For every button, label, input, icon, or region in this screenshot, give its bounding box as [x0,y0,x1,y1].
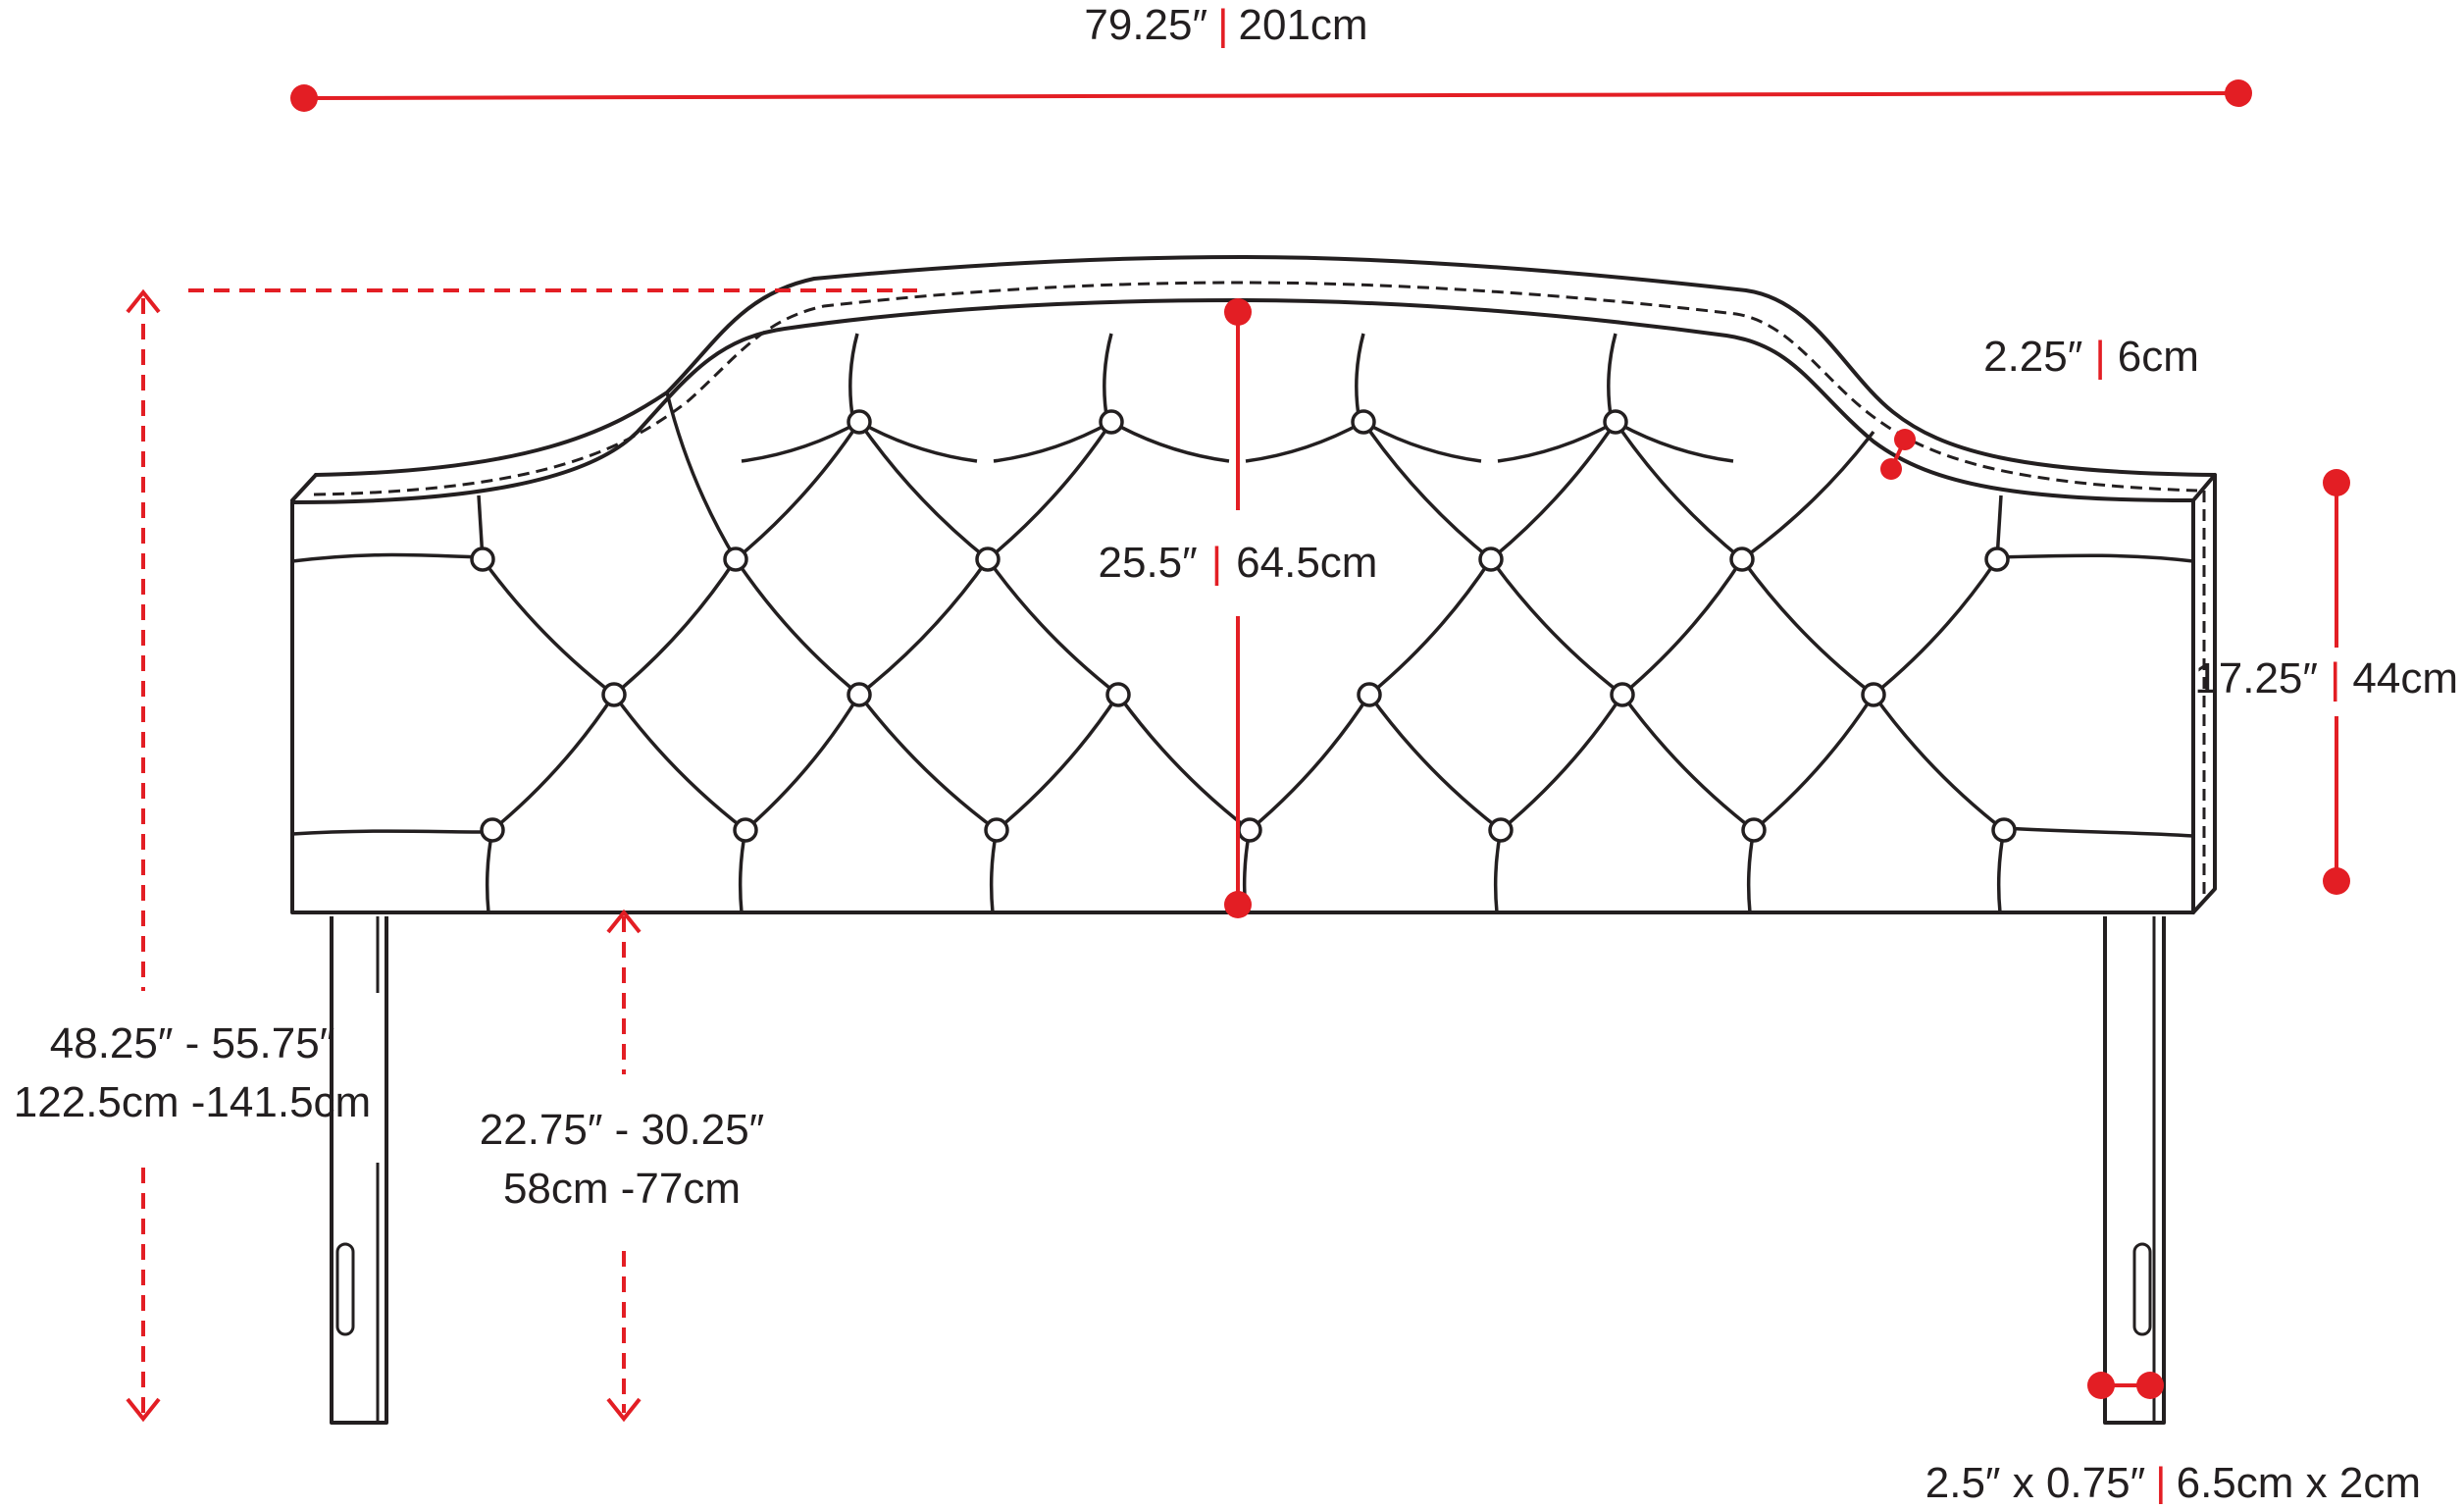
right-leg [2103,909,2166,1425]
tuft-seam [1361,421,1493,561]
tuft-button [1729,546,1755,572]
tuft-button [1488,817,1514,843]
left-leg [330,909,388,1425]
leg-clearance-imperial-label: 22.75″ - 30.25″ [480,1106,764,1154]
tuft-seam [1245,420,1364,463]
tuft-seam [1497,420,1617,463]
tuft-seam [857,421,990,561]
width-start-marker [290,84,318,112]
tuft-seam [1872,558,1999,697]
tuft-seam [1362,420,1482,463]
tuft-button [847,409,872,435]
tuft-seam [857,693,999,832]
headboard-drawing [290,255,2217,1425]
tuft-seam [1367,693,1503,832]
tuft-seam [734,558,861,697]
tuft-button [1984,546,2010,572]
leg-clearance-metric-label: 58cm -77cm [503,1165,741,1213]
tuft-seam [1489,421,1617,561]
tuft-button [984,817,1009,843]
panel-thickness-label: 2.25″|6cm [1983,333,2199,381]
tuft-button [1603,409,1628,435]
dimension-lines [126,79,2350,1423]
tuft-button [1610,682,1635,707]
leg-section-dimension [2087,1372,2164,1399]
tuft-seam [1103,333,1113,423]
right-leg-slot [2132,1242,2152,1336]
tuft-seam [612,558,738,697]
tuft-seam [1110,420,1230,463]
tuft-seam [995,694,1120,832]
dimension-labels: 79.25″|201cm 25.5″|64.5cm 2.25″|6cm 17.2… [14,1,2458,1507]
tuft-button [480,817,505,843]
tuft-seam [1116,693,1252,832]
side-height-label: 17.25″|44cm [2194,654,2458,702]
tuft-button [1478,546,1504,572]
tuft-seam [858,420,978,463]
tuft-button [723,546,748,572]
tuft-seam [1248,694,1371,832]
tuft-button [975,546,1001,572]
left-leg-slot [335,1242,355,1336]
overall-height-metric-label: 122.5cm -141.5cm [14,1078,371,1126]
tuft-seam [734,421,861,561]
width-end-marker [2225,79,2252,107]
tuft-button [847,682,872,707]
tuft-seam [1499,694,1624,832]
tuft-seam [665,391,738,560]
tuft-seam [1607,333,1617,423]
overall-width-dimension [290,79,2252,112]
tuft-seam [857,557,990,697]
tuft-seam [848,333,859,423]
tuft-seam [1752,694,1875,832]
tuft-seam [1615,420,1734,463]
tuft-seam [741,420,860,463]
leg-section-label: 2.5″ x 0.75″|6.5cm x 2cm [1925,1459,2421,1504]
tuft-seam [993,420,1112,463]
tuft-seam [1614,421,1744,561]
tuft-seam [481,557,616,697]
tuft-button [1991,817,2017,843]
tuft-seam [490,694,616,832]
tuft-button [1741,817,1767,843]
panel-height-dimension [1224,298,1252,918]
panel-thickness-dimension [1880,429,1916,480]
tuft-seam [1620,693,1756,832]
tuft-button [1357,682,1382,707]
tuft-seam [1620,558,1744,697]
panel-height-top-marker [1224,298,1252,326]
leg-clearance-dimension [606,909,642,1423]
tufting-buttons [470,409,2017,843]
tuft-seam [1355,333,1365,423]
rim-stitching [313,281,2198,496]
panel-height-label: 25.5″|64.5cm [1099,539,1378,587]
tuft-seam [1367,558,1493,697]
overall-height-imperial-label: 48.25″ - 55.75″ [50,1019,334,1067]
tuft-seam [986,557,1120,697]
overall-height-dimension [126,288,917,1423]
tuft-button [601,682,627,707]
tuft-button [733,817,758,843]
tuft-seam [744,694,861,832]
tuft-seam [1740,430,1875,561]
tuft-seam [1872,693,2006,832]
tuft-seam [612,693,747,832]
overall-width-label: 79.25″|201cm [1084,1,1367,49]
tuft-seam [1740,557,1875,697]
tuft-button [1351,409,1376,435]
panel-front [290,298,2195,914]
tuft-seam [1489,557,1624,697]
tuft-button [1105,682,1131,707]
side-height-dimension [2323,469,2350,895]
tuft-button [470,546,495,572]
tuft-seam [986,421,1113,561]
tuft-button [1861,682,1886,707]
panel-rim-back [314,255,2217,477]
tuft-button [1237,817,1262,843]
panel-height-bottom-marker [1224,891,1252,918]
tuft-button [1099,409,1124,435]
